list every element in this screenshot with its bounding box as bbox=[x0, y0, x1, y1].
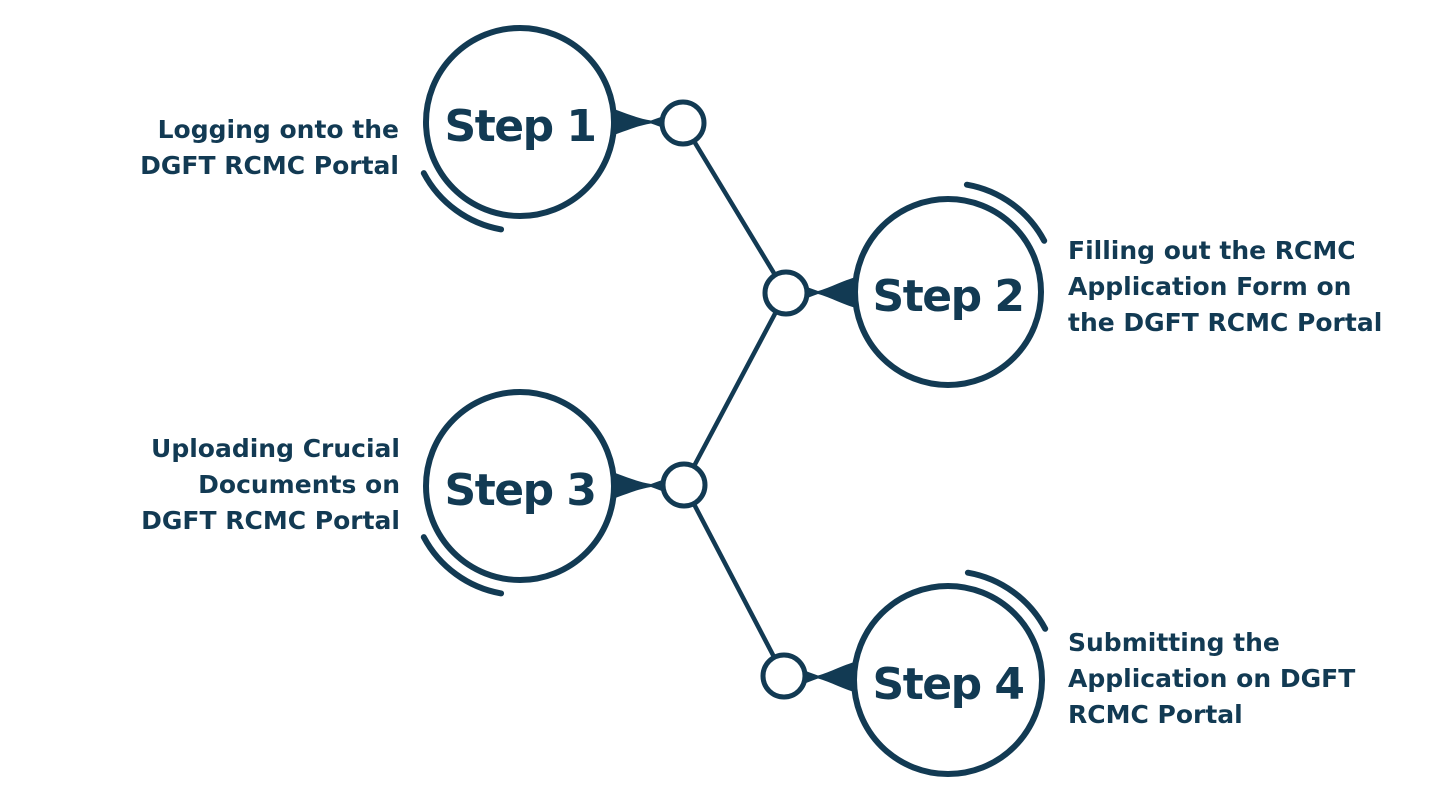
step-4-description: Submitting the Application on DGFT RCMC … bbox=[1068, 625, 1355, 733]
step-1-accent-arc bbox=[420, 170, 505, 233]
description-line: Submitting the bbox=[1068, 628, 1280, 657]
description-line: DGFT RCMC Portal bbox=[140, 151, 399, 180]
step-4-circle bbox=[851, 583, 1045, 777]
step-2-circle bbox=[852, 196, 1044, 388]
connector-line-3-4 bbox=[682, 483, 786, 678]
step-4-pointer bbox=[800, 660, 862, 694]
step-3-accent-arc bbox=[420, 534, 505, 597]
description-line: the DGFT RCMC Portal bbox=[1068, 308, 1383, 337]
junction-node-2 bbox=[762, 269, 810, 317]
step-2-pointer bbox=[800, 275, 862, 310]
description-line: DGFT RCMC Portal bbox=[141, 506, 400, 535]
step-1-pointer bbox=[600, 105, 670, 139]
step-3-number: Step 3 bbox=[445, 465, 596, 516]
step-3-circle bbox=[423, 389, 617, 583]
step-4-accent-arc bbox=[964, 569, 1049, 632]
description-line: Uploading Crucial bbox=[151, 434, 400, 463]
step-2-description: Filling out the RCMC Application Form on… bbox=[1068, 233, 1382, 341]
description-line: Logging onto the bbox=[157, 115, 399, 144]
connector-line-1-2 bbox=[681, 121, 788, 295]
description-line: Filling out the RCMC bbox=[1068, 236, 1356, 265]
junction-node-1 bbox=[659, 99, 707, 147]
step-3-description: Uploading Crucial Documents on DGFT RCMC… bbox=[141, 431, 400, 539]
description-line: Application on DGFT bbox=[1068, 664, 1356, 693]
junction-node-4 bbox=[760, 652, 808, 700]
step-1-description: Logging onto the DGFT RCMC Portal bbox=[140, 112, 399, 184]
description-line: Documents on bbox=[198, 470, 400, 499]
description-line: RCMC Portal bbox=[1068, 700, 1243, 729]
step-2-accent-arc bbox=[963, 181, 1048, 244]
junction-node-3 bbox=[660, 461, 708, 509]
step-1-number: Step 1 bbox=[445, 101, 596, 152]
step-1-circle bbox=[423, 25, 617, 219]
step-3-pointer bbox=[600, 468, 670, 503]
connector-lines bbox=[681, 121, 788, 678]
description-line: Application Form on bbox=[1068, 272, 1352, 301]
connector-line-2-3 bbox=[682, 291, 788, 487]
step-2-number: Step 2 bbox=[873, 271, 1024, 322]
step-4-number: Step 4 bbox=[873, 659, 1024, 710]
